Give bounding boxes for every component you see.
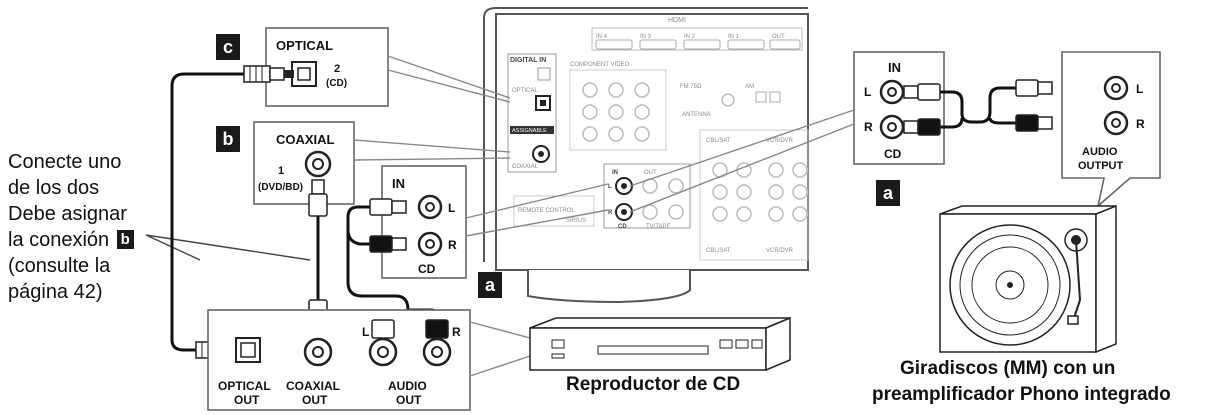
cd-audio-right: R	[452, 325, 461, 339]
cd-audio-left: L	[362, 325, 369, 339]
rca-cable-turntable	[903, 79, 1053, 136]
optical-box-sub: (CD)	[326, 78, 347, 89]
audio-output-title2: OUTPUT	[1078, 160, 1124, 172]
optical-callout: OPTICAL 2 (CD)	[243, 27, 511, 107]
cd-in-box-right: R	[448, 238, 457, 252]
rca-plug-white-left	[903, 83, 941, 101]
hdmi-in4-label: IN 4	[596, 34, 608, 40]
cd-in-box-bottom: CD	[418, 262, 436, 276]
am-label: AM	[745, 84, 754, 90]
cd-optical-label2: OUT	[234, 393, 260, 407]
turntable	[939, 204, 1117, 354]
coaxial-panel-label: COAXIAL	[512, 164, 539, 170]
antenna-label: ANTENNA	[682, 112, 711, 118]
badge-a-right: a	[876, 180, 900, 206]
hdmi-out-label: OUT	[772, 34, 785, 40]
coaxial-callout: COAXIAL 1 (DVD/BD)	[253, 121, 511, 205]
right-in-box-left: L	[864, 85, 871, 99]
cd-in-box-title: IN	[392, 176, 405, 191]
right-in-callout: IN L R CD	[629, 51, 945, 213]
rca-plug-cd-black	[369, 235, 407, 253]
badge-c-text: c	[223, 37, 233, 57]
turntable-caption-1: Giradiscos (MM) con un	[900, 358, 1116, 379]
note-line-6: página 42)	[8, 281, 103, 303]
component-video-label: COMPONENT VIDEO	[570, 62, 630, 68]
remote-control-label: REMOTE CONTROL	[518, 208, 575, 214]
cd-player-front	[529, 316, 791, 372]
hdmi-in2-label: IN 2	[684, 34, 696, 40]
receiver-rear-panel: HDMI IN 4 IN 3 IN 2 IN 1 OUT DIGITAL IN …	[483, 7, 809, 304]
vcr-dvr-label: VCR/DVR	[766, 138, 794, 144]
coaxial-box-title: COAXIAL	[276, 132, 335, 147]
rca-plug-black-right	[1015, 114, 1053, 132]
tv-tape-label: TV/TAPE	[646, 224, 671, 230]
note-inline-badge: b	[116, 230, 134, 249]
coaxial-box-sub: (DVD/BD)	[258, 182, 303, 193]
receiver-l-label: L	[608, 184, 612, 190]
optical-port-icon	[291, 61, 317, 87]
cd-coaxial-label2: OUT	[302, 393, 328, 407]
assignable-label: ASSIGNABLE	[512, 128, 547, 134]
audio-output-left: L	[1136, 82, 1143, 96]
fm-label: FM 75Ω	[680, 84, 702, 90]
badge-a-middle: a	[478, 272, 502, 298]
cbl-sat-bottom-label: CBL/SAT	[706, 248, 731, 254]
sirius-label: SIRIUS	[566, 218, 586, 224]
coaxial-box-number: 1	[278, 165, 284, 177]
optical-box-title: OPTICAL	[276, 38, 333, 53]
audio-output-callout: L R AUDIO OUTPUT	[1061, 51, 1161, 209]
cd-audio-label1: AUDIO	[388, 379, 427, 393]
badge-b: b	[216, 126, 240, 152]
note-line-5: (consulte la	[8, 255, 111, 277]
badge-a-right-text: a	[883, 183, 894, 203]
receiver-out-label: OUT	[644, 170, 657, 176]
badge-a-middle-text: a	[485, 275, 496, 295]
hdmi-label: HDMI	[668, 17, 686, 24]
rca-plug-black-left	[903, 118, 941, 136]
hdmi-in3-label: IN 3	[640, 34, 652, 40]
cd-in-box-left: L	[448, 201, 455, 215]
hdmi-in1-label: IN 1	[728, 34, 740, 40]
cd-player-caption: Reproductor de CD	[566, 374, 741, 395]
digital-in-label: DIGITAL IN	[510, 57, 546, 64]
optical-panel-label: OPTICAL	[512, 88, 538, 94]
optical-box-number: 2	[334, 63, 340, 75]
right-in-box-right: R	[864, 120, 873, 134]
receiver-in-label: IN	[612, 170, 618, 176]
badge-c: c	[216, 34, 240, 60]
rca-plug-cd-white	[369, 198, 407, 216]
right-in-box-title: IN	[888, 60, 901, 75]
cd-coaxial-label1: COAXIAL	[286, 379, 340, 393]
vcr-dvr-bottom-label: VCR/DVR	[766, 248, 794, 254]
cd-optical-label1: OPTICAL	[218, 379, 271, 393]
badge-b-text: b	[223, 129, 234, 149]
note-line-3: Debe asignar	[8, 203, 127, 225]
note-line-2: de los dos	[8, 177, 100, 199]
right-in-box-bottom: CD	[884, 147, 902, 161]
optical-out-port-icon	[235, 337, 261, 363]
receiver-r-label: R	[608, 210, 613, 216]
turntable-caption-2: preamplificador Phono integrado	[872, 384, 1171, 405]
cd-in-callout: IN L R CD	[381, 165, 609, 279]
audio-output-right: R	[1136, 117, 1145, 131]
note-line-4-text: la conexión	[8, 229, 110, 251]
cbl-sat-label: CBL/SAT	[706, 138, 731, 144]
audio-output-title1: AUDIO	[1082, 146, 1118, 158]
note-line-4: la conexión b	[8, 228, 134, 252]
receiver-cd-label: CD	[618, 224, 627, 230]
cd-player-rear-panel: OPTICAL OUT COAXIAL OUT L R AUDIO OUT	[207, 309, 531, 411]
optical-plug-icon	[243, 65, 294, 83]
rca-plug-white-right	[1015, 79, 1053, 97]
note-line-1: Conecte uno	[8, 151, 122, 173]
cd-audio-label2: OUT	[396, 393, 422, 407]
